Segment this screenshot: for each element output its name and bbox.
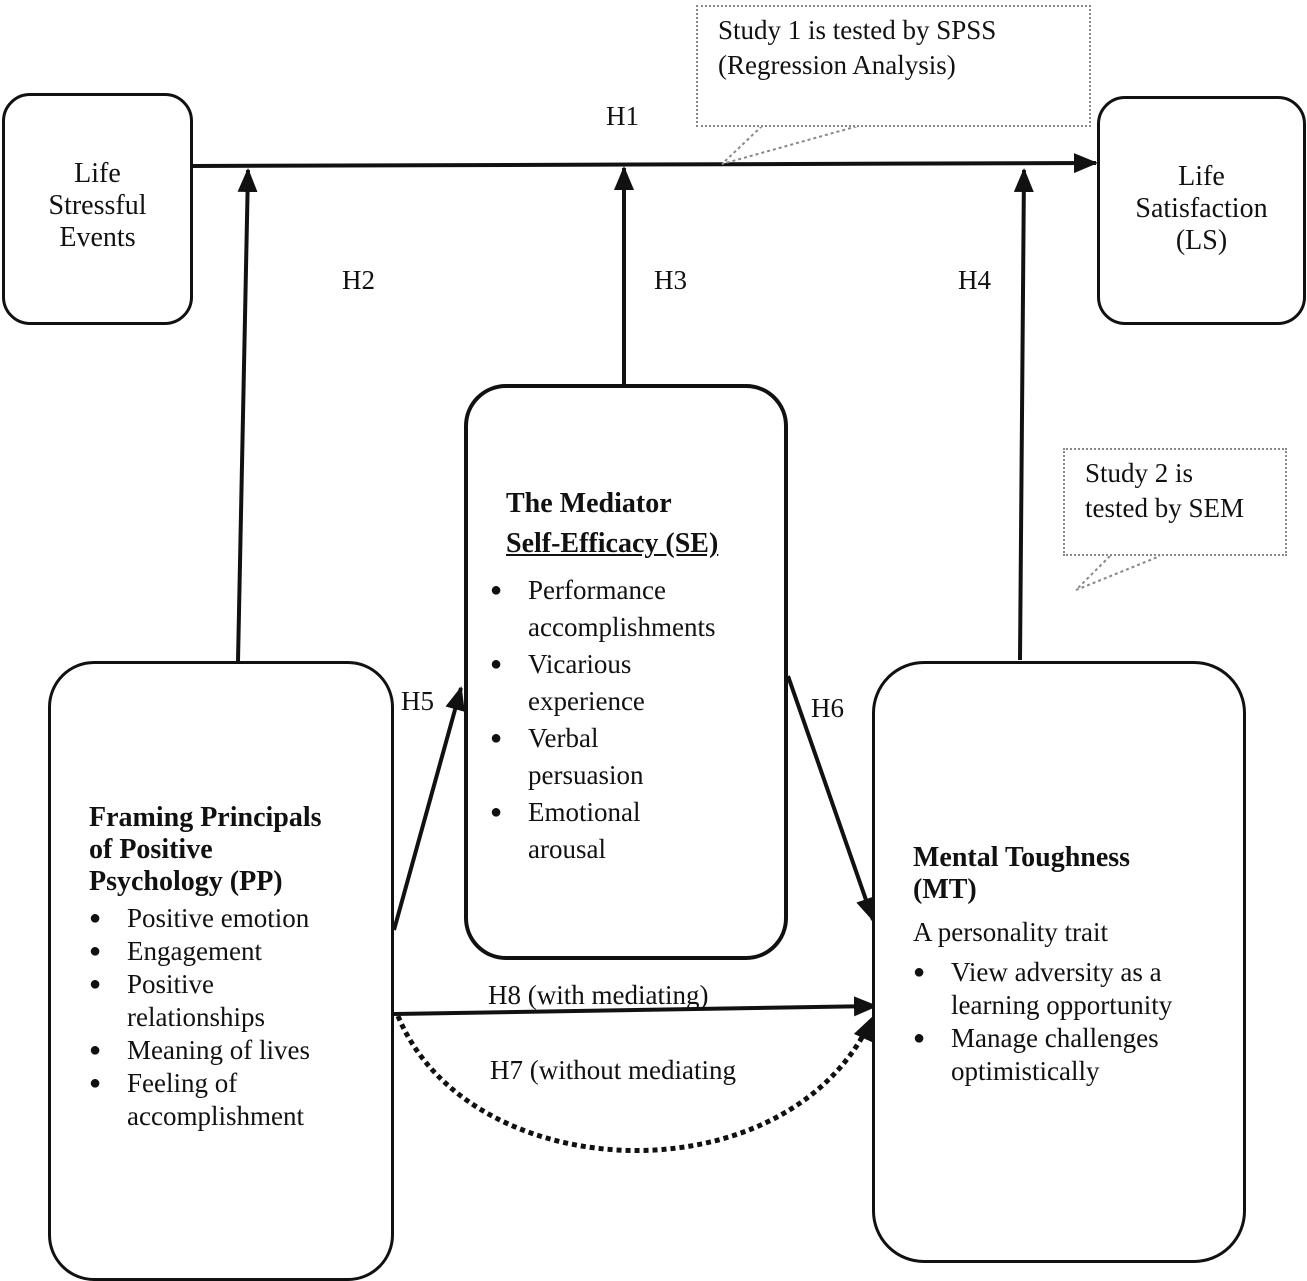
self-efficacy-node: The Mediator Self-Efficacy (SE) Performa… — [464, 384, 788, 960]
pp-item: Meaning of lives — [89, 1034, 391, 1067]
study1-callout-tail — [721, 125, 859, 165]
se-title-2: Self-Efficacy (SE) — [506, 528, 719, 559]
pp-title-1: Framing Principals — [89, 802, 322, 833]
h3-label: H3 — [654, 265, 687, 295]
h5-label: H5 — [401, 686, 434, 716]
pp-title-2: of Positive — [89, 834, 213, 865]
pp-item: Engagement — [89, 935, 391, 968]
study1-callout: Study 1 is tested by SPSS (Regression An… — [696, 5, 1091, 127]
ls-line3: (LS) — [1175, 225, 1228, 256]
study2-callout: Study 2 is tested by SEM — [1063, 448, 1287, 556]
h6-label: H6 — [811, 693, 844, 723]
ls-line1: Life — [1178, 161, 1225, 192]
mental-toughness-node: Mental Toughness (MT) A personality trai… — [872, 661, 1246, 1263]
pp-item-list: Positive emotion Engagement Positiverela… — [89, 902, 391, 1133]
h5-arrow — [392, 686, 465, 931]
mt-title-2: (MT) — [913, 874, 977, 905]
h7-label: H7 (without mediating — [490, 1055, 736, 1085]
ls-line2: Satisfaction — [1135, 193, 1268, 224]
life-stressful-events-node: Life Stressful Events — [2, 93, 193, 325]
study2-callout-line1: Study 2 is — [1085, 458, 1194, 488]
h8-label: H8 (with mediating) — [488, 980, 709, 1010]
lse-line3: Events — [59, 222, 136, 253]
mt-title-1: Mental Toughness — [913, 842, 1131, 873]
h1-label: H1 — [606, 101, 639, 131]
mt-subtitle: A personality trait — [913, 917, 1108, 947]
h4-arrow — [1013, 168, 1034, 661]
pp-title-3: Psychology (PP) — [89, 866, 283, 897]
pp-item: Positive emotion — [89, 902, 391, 935]
lse-line2: Stressful — [48, 190, 147, 221]
h4-label: H4 — [958, 265, 991, 295]
life-satisfaction-node: Life Satisfaction (LS) — [1097, 96, 1306, 325]
se-title-1: The Mediator — [506, 488, 672, 519]
study1-callout-line2: (Regression Analysis) — [718, 50, 956, 80]
study2-callout-tail — [1075, 555, 1161, 591]
h6-arrow — [786, 675, 876, 922]
study2-callout-line2: tested by SEM — [1085, 493, 1244, 523]
lse-line1: Life — [74, 158, 121, 189]
h2-label: H2 — [342, 265, 375, 295]
h2-arrow — [236, 168, 258, 662]
h1-arrow — [191, 153, 1098, 174]
study1-callout-line1: Study 1 is tested by SPSS — [718, 15, 997, 45]
h8-arrow — [393, 996, 878, 1017]
positive-psychology-node: Framing Principals of Positive Psycholog… — [48, 661, 394, 1281]
